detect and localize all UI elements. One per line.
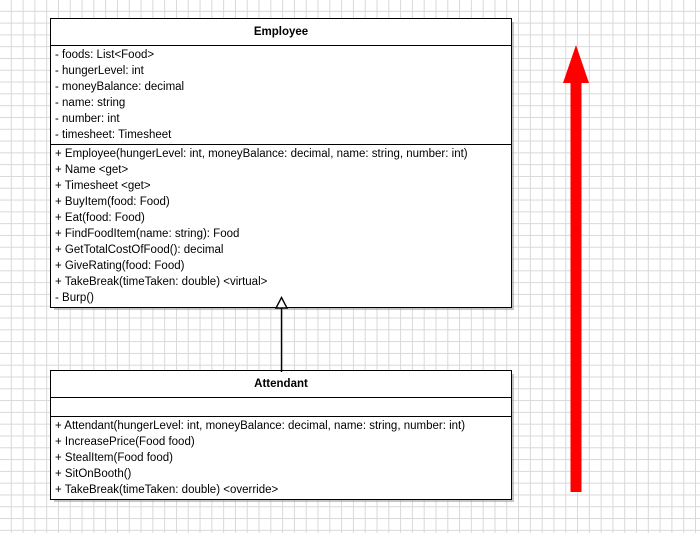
class-title-employee: Employee (51, 19, 511, 46)
hollow-triangle-icon (274, 295, 289, 309)
method-row: + Name <get> (55, 164, 129, 176)
uml-class-employee[interactable]: Employee - foods: List<Food> - hungerLev… (50, 18, 512, 308)
method-row: + Attendant(hungerLevel: int, moneyBalan… (55, 420, 466, 432)
method-row: + BuyItem(food: Food) (55, 196, 170, 208)
arrow-head-icon (563, 45, 589, 83)
generalization-connector[interactable] (262, 295, 302, 376)
methods-compartment-employee: + Employee(hungerLevel: int, moneyBalanc… (51, 145, 511, 307)
arrow-shaft (570, 80, 582, 492)
attribute-row: - hungerLevel: int (55, 65, 144, 77)
attribute-row: - name: string (55, 97, 126, 109)
method-row: + StealItem(Food food) (55, 452, 173, 464)
method-row: + Timesheet <get> (55, 180, 151, 192)
method-row: + SitOnBooth() (55, 468, 132, 480)
method-row: + IncreasePrice(Food food) (55, 436, 195, 448)
method-row: + GetTotalCostOfFood(): decimal (55, 244, 224, 256)
method-row: + Eat(food: Food) (55, 212, 145, 224)
attributes-compartment-employee: - foods: List<Food> - hungerLevel: int -… (51, 46, 511, 145)
class-title-attendant: Attendant (51, 371, 511, 398)
method-row: + GiveRating(food: Food) (55, 260, 185, 272)
attribute-row: - timesheet: Timesheet (55, 129, 172, 141)
method-row: + Employee(hungerLevel: int, moneyBalanc… (55, 148, 468, 160)
uml-class-attendant[interactable]: Attendant + Attendant(hungerLevel: int, … (50, 370, 512, 500)
method-row: - Burp() (55, 292, 94, 304)
red-arrow-annotation (563, 45, 589, 492)
attribute-row: - moneyBalance: decimal (55, 81, 185, 93)
method-row: + TakeBreak(timeTaken: double) <virtual> (55, 276, 268, 288)
attribute-row: - number: int (55, 113, 120, 125)
methods-compartment-attendant: + Attendant(hungerLevel: int, moneyBalan… (51, 417, 511, 499)
attributes-compartment-attendant (51, 398, 511, 417)
attribute-row: - foods: List<Food> (55, 49, 155, 61)
method-row: + TakeBreak(timeTaken: double) <override… (55, 484, 279, 496)
method-row: + FindFoodItem(name: string): Food (55, 228, 240, 240)
